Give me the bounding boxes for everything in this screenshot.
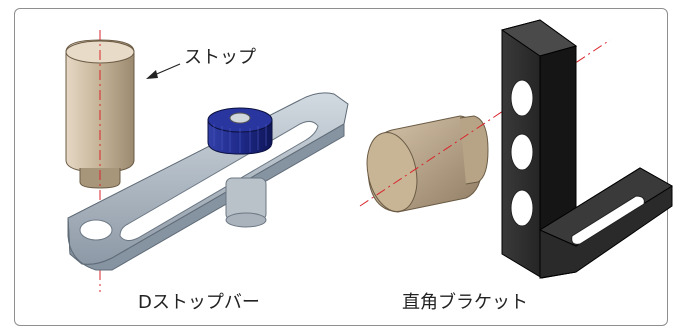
stop-arrow: [146, 63, 181, 79]
knob-assembly: [207, 107, 273, 228]
right-angle-bracket: [500, 19, 673, 279]
right-angle-bracket-caption: 直角ブラケット: [402, 292, 528, 313]
d-stop-bar-caption: Dストップバー: [138, 292, 260, 313]
d-stop-bar: [67, 92, 349, 271]
right-stop-cylinder: [366, 115, 489, 213]
stop-label: ストップ: [184, 47, 256, 68]
